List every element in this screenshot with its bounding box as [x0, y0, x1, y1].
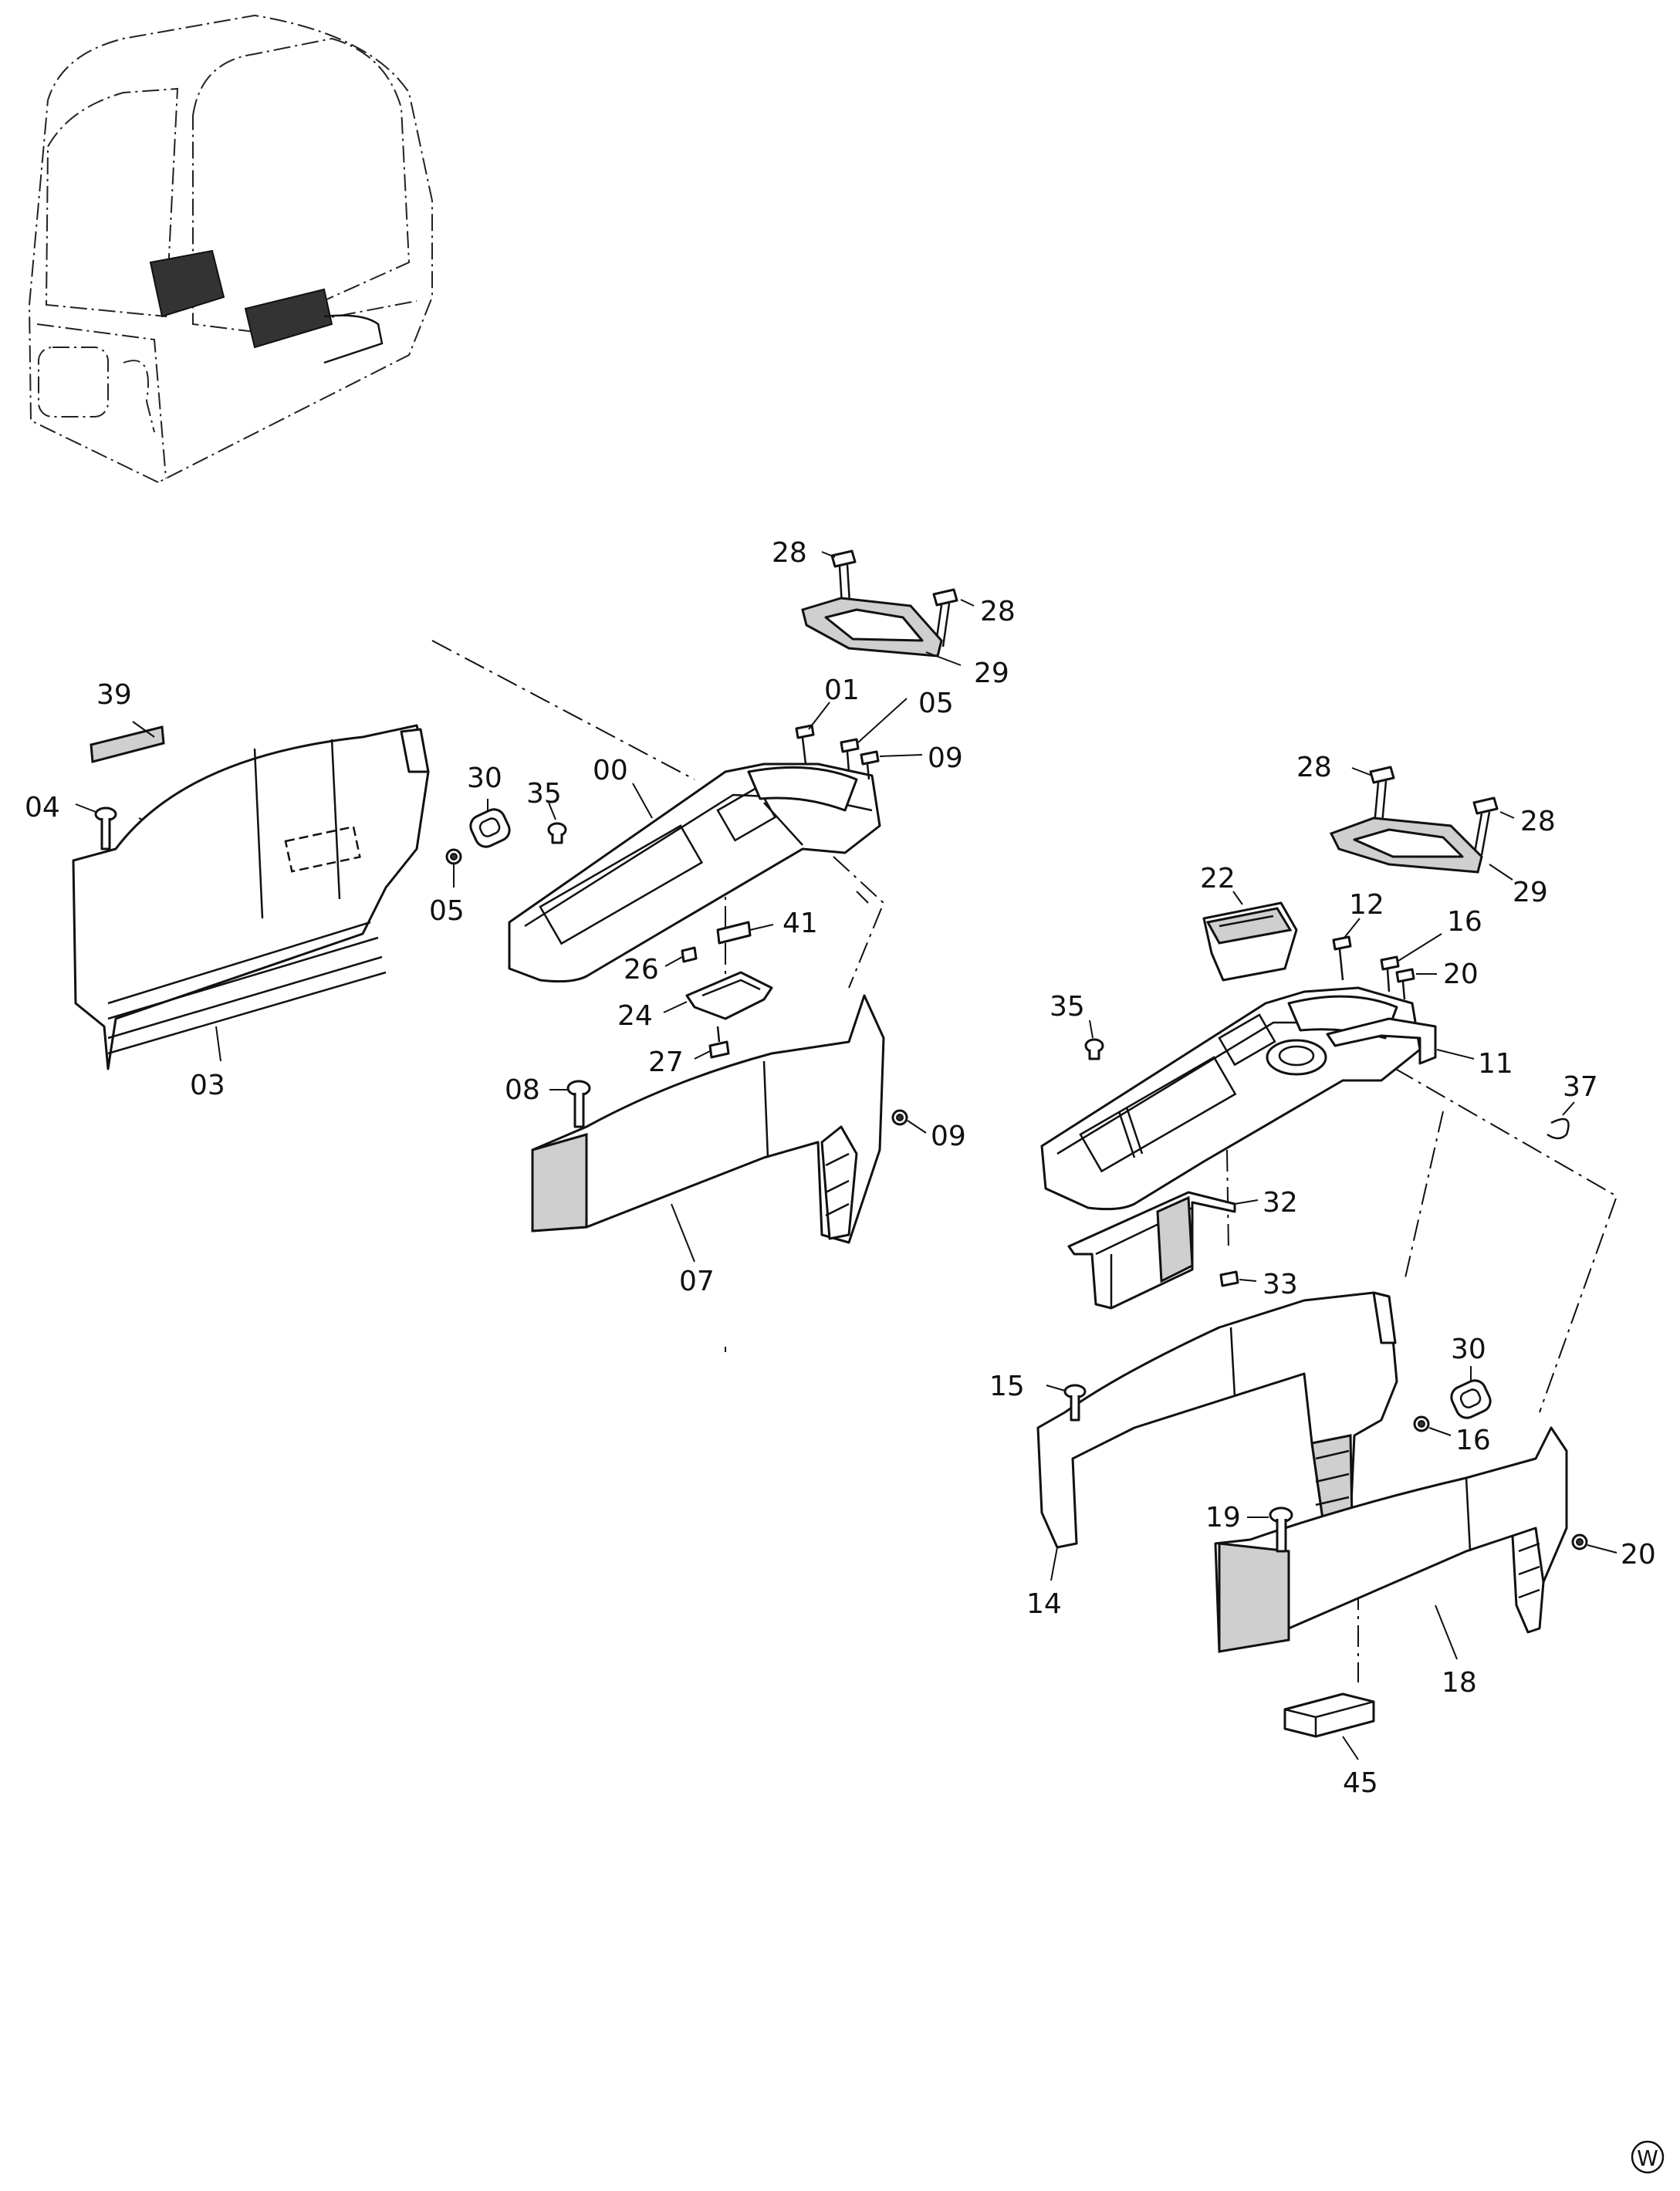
callout-39: 39 — [96, 679, 132, 711]
left-console-assembly: 28 28 29 01 05 09 39 04 30 05 35 00 41 2… — [25, 537, 1016, 1352]
callout-29-left: 29 — [974, 658, 1009, 689]
callout-18: 18 — [1442, 1667, 1477, 1699]
rivet-15 — [1063, 1384, 1087, 1422]
screw-05-upper — [840, 738, 860, 773]
callout-27: 27 — [648, 1046, 684, 1078]
label-41 — [716, 921, 752, 945]
callout-15: 15 — [989, 1371, 1025, 1402]
switch-22 — [1202, 901, 1298, 982]
callout-14: 14 — [1026, 1588, 1062, 1620]
screw-01 — [795, 724, 815, 765]
callout-28-left-a: 28 — [772, 537, 807, 569]
screw-26 — [681, 946, 698, 963]
console-top-right — [1040, 986, 1421, 1211]
callout-09-upper: 09 — [928, 742, 963, 774]
callout-20-lower: 20 — [1621, 1539, 1656, 1571]
callout-26: 26 — [624, 954, 659, 986]
grommet-30 — [469, 808, 511, 848]
bracket-11 — [1326, 1017, 1437, 1065]
callout-00: 00 — [593, 755, 628, 786]
console-top-00 — [508, 762, 881, 983]
callout-11: 11 — [1478, 1048, 1513, 1080]
callout-30-right: 30 — [1451, 1334, 1486, 1365]
corner-mark-letter: W — [1637, 2145, 1658, 2171]
corner-mark: W — [1631, 2140, 1665, 2174]
callout-22: 22 — [1200, 863, 1235, 894]
screw-20-lower — [1571, 1533, 1588, 1550]
block-45 — [1283, 1692, 1375, 1738]
screw-16-lower — [1413, 1415, 1430, 1432]
callout-01: 01 — [824, 675, 860, 706]
callout-24: 24 — [617, 1000, 653, 1032]
callout-28-right-a: 28 — [1296, 752, 1332, 783]
bolt-27 — [708, 1026, 730, 1059]
clip-37 — [1546, 1117, 1570, 1140]
callout-29-right: 29 — [1513, 877, 1548, 908]
right-console-assembly: 28 28 29 22 12 16 20 35 11 37 32 33 30 1… — [989, 752, 1656, 1799]
callout-19: 19 — [1205, 1502, 1241, 1533]
cab-overview — [28, 14, 433, 484]
screw-12 — [1332, 935, 1352, 981]
callout-32: 32 — [1263, 1187, 1298, 1219]
screw-09-lower — [891, 1109, 908, 1126]
callout-07: 07 — [679, 1266, 715, 1297]
screw-09-upper — [860, 750, 880, 780]
callout-28-left-b: 28 — [980, 596, 1016, 627]
rivet-08 — [566, 1080, 591, 1128]
screw-05-lower — [445, 848, 462, 865]
callout-16-upper: 16 — [1447, 906, 1482, 938]
callout-08: 08 — [505, 1074, 540, 1106]
callout-35-right: 35 — [1050, 991, 1085, 1023]
callout-05-upper: 05 — [918, 688, 954, 719]
callout-41: 41 — [783, 908, 818, 939]
tray-32 — [1067, 1191, 1236, 1310]
plug-35-left — [547, 822, 567, 844]
callout-20-upper: 20 — [1443, 959, 1479, 990]
callout-12: 12 — [1349, 889, 1384, 921]
plug-35-right — [1084, 1038, 1104, 1060]
rivet-04 — [94, 806, 117, 850]
callout-28-right-b: 28 — [1520, 806, 1556, 837]
screw-16-upper — [1380, 955, 1400, 992]
screw-20-upper — [1395, 968, 1415, 1000]
callout-37: 37 — [1563, 1071, 1598, 1103]
cover-14 — [1036, 1291, 1398, 1549]
callout-30-left: 30 — [467, 762, 502, 794]
callout-03: 03 — [190, 1070, 225, 1101]
screw-33 — [1219, 1270, 1239, 1287]
side-cover-03 — [72, 724, 430, 1070]
callout-45: 45 — [1343, 1767, 1378, 1799]
label-plate-39 — [90, 725, 165, 763]
bracket-24 — [685, 971, 773, 1020]
callout-04: 04 — [25, 792, 60, 823]
front-cover-07 — [531, 994, 885, 1244]
callout-16-lower: 16 — [1455, 1425, 1491, 1456]
callout-33: 33 — [1263, 1269, 1298, 1300]
grommet-30-right — [1450, 1379, 1492, 1419]
callout-09-lower: 09 — [931, 1121, 966, 1152]
callout-35-left: 35 — [526, 778, 562, 810]
callout-05-lower: 05 — [429, 895, 465, 927]
bolt-28-right-b — [1472, 796, 1499, 857]
rivet-19 — [1269, 1506, 1293, 1553]
